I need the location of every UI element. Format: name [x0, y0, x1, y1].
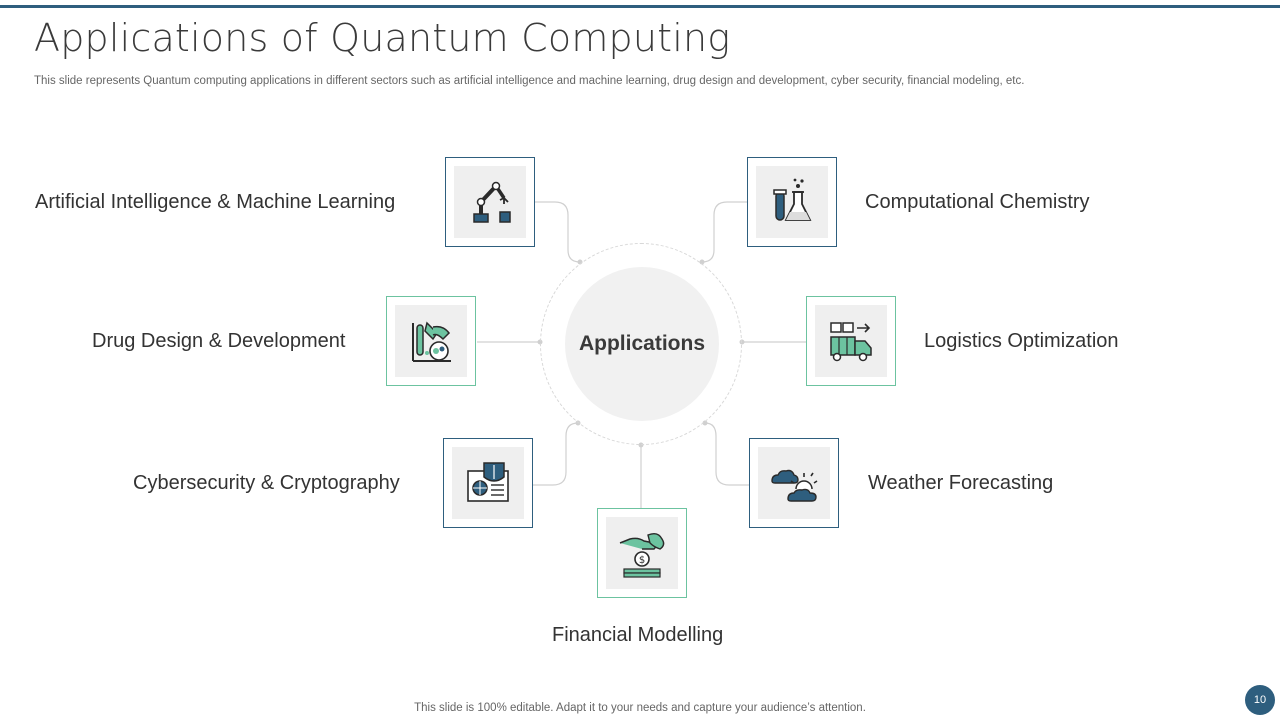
money-hand-icon: $ [619, 532, 665, 578]
hub-ring [540, 243, 742, 445]
svg-text:$: $ [639, 555, 645, 566]
page-number: 10 [1253, 694, 1267, 706]
page-number-badge: 10 [1245, 685, 1275, 715]
label-drug-design: Drug Design & Development [92, 330, 346, 352]
secure-document-icon [467, 462, 509, 502]
footer-note: This slide is 100% editable. Adapt it to… [414, 702, 866, 714]
icon-box-weather [749, 438, 839, 528]
drug-test-icon [412, 321, 451, 362]
hub-circle: Applications [565, 267, 719, 421]
page-title: Applications of Quantum Computing [34, 16, 731, 60]
cloud-sun-icon [771, 469, 818, 502]
label-weather: Weather Forecasting [868, 472, 1054, 494]
label-cybersecurity: Cybersecurity & Cryptography [133, 472, 400, 494]
label-chemistry: Computational Chemistry [865, 191, 1090, 213]
lab-flask-icon [773, 178, 812, 221]
icon-box-logistics [806, 296, 896, 386]
icon-box-chemistry [747, 157, 837, 247]
robot-arm-icon [473, 181, 511, 223]
label-logistics: Logistics Optimization [924, 330, 1119, 352]
hub-label: Applications [578, 332, 705, 355]
delivery-truck-icon [830, 322, 872, 362]
page-subtitle: This slide represents Quantum computing … [34, 75, 1025, 87]
label-ai-ml: Artificial Intelligence & Machine Learni… [35, 191, 396, 213]
label-financial: Financial Modelling [552, 624, 724, 646]
icon-box-drug-design [386, 296, 476, 386]
icon-box-cybersecurity [443, 438, 533, 528]
top-rule [0, 5, 1280, 8]
icon-box-financial: $ [597, 508, 687, 598]
icon-box-ai-ml [445, 157, 535, 247]
